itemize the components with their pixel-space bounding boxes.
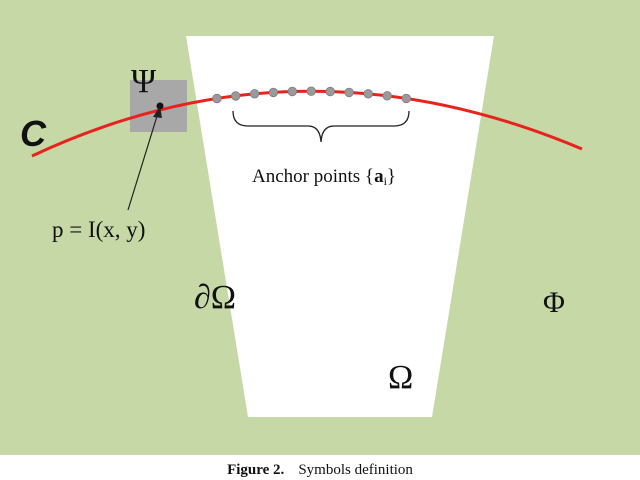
anchor-point: [344, 87, 354, 98]
caption-text: Symbols definition: [298, 462, 413, 478]
label-outside-phi: Φ: [543, 286, 565, 319]
anchor-point: [212, 93, 222, 104]
label-boundary-omega: ∂Ω: [194, 279, 236, 316]
anchor-brace: [232, 110, 410, 143]
anchor-point: [306, 86, 316, 96]
anchor-point: [325, 86, 335, 97]
anchor-point: [401, 93, 412, 104]
point-arrow-line: [127, 112, 159, 211]
label-anchor-points: Anchor points {ai}: [252, 166, 396, 188]
figure-caption: Figure 2. Symbols definition: [0, 462, 640, 479]
anchor-point: [230, 91, 241, 101]
anchor-point: [363, 89, 373, 99]
label-curve-c: C: [20, 113, 47, 154]
anchor-point: [382, 91, 392, 101]
point-arrow-head: [153, 106, 162, 118]
label-patch-psi: Ψ: [131, 63, 156, 100]
caption-label: Figure 2.: [227, 462, 285, 478]
region-omega-trapezoid: [186, 36, 494, 417]
curve-c: [31, 89, 583, 158]
anchor-point: [287, 86, 298, 97]
anchor-points-group: [212, 86, 412, 104]
label-region-omega: Ω: [388, 359, 413, 396]
anchor-point: [249, 89, 260, 99]
anchor-point: [268, 87, 279, 98]
label-point-p: p = I(x, y): [52, 217, 145, 242]
